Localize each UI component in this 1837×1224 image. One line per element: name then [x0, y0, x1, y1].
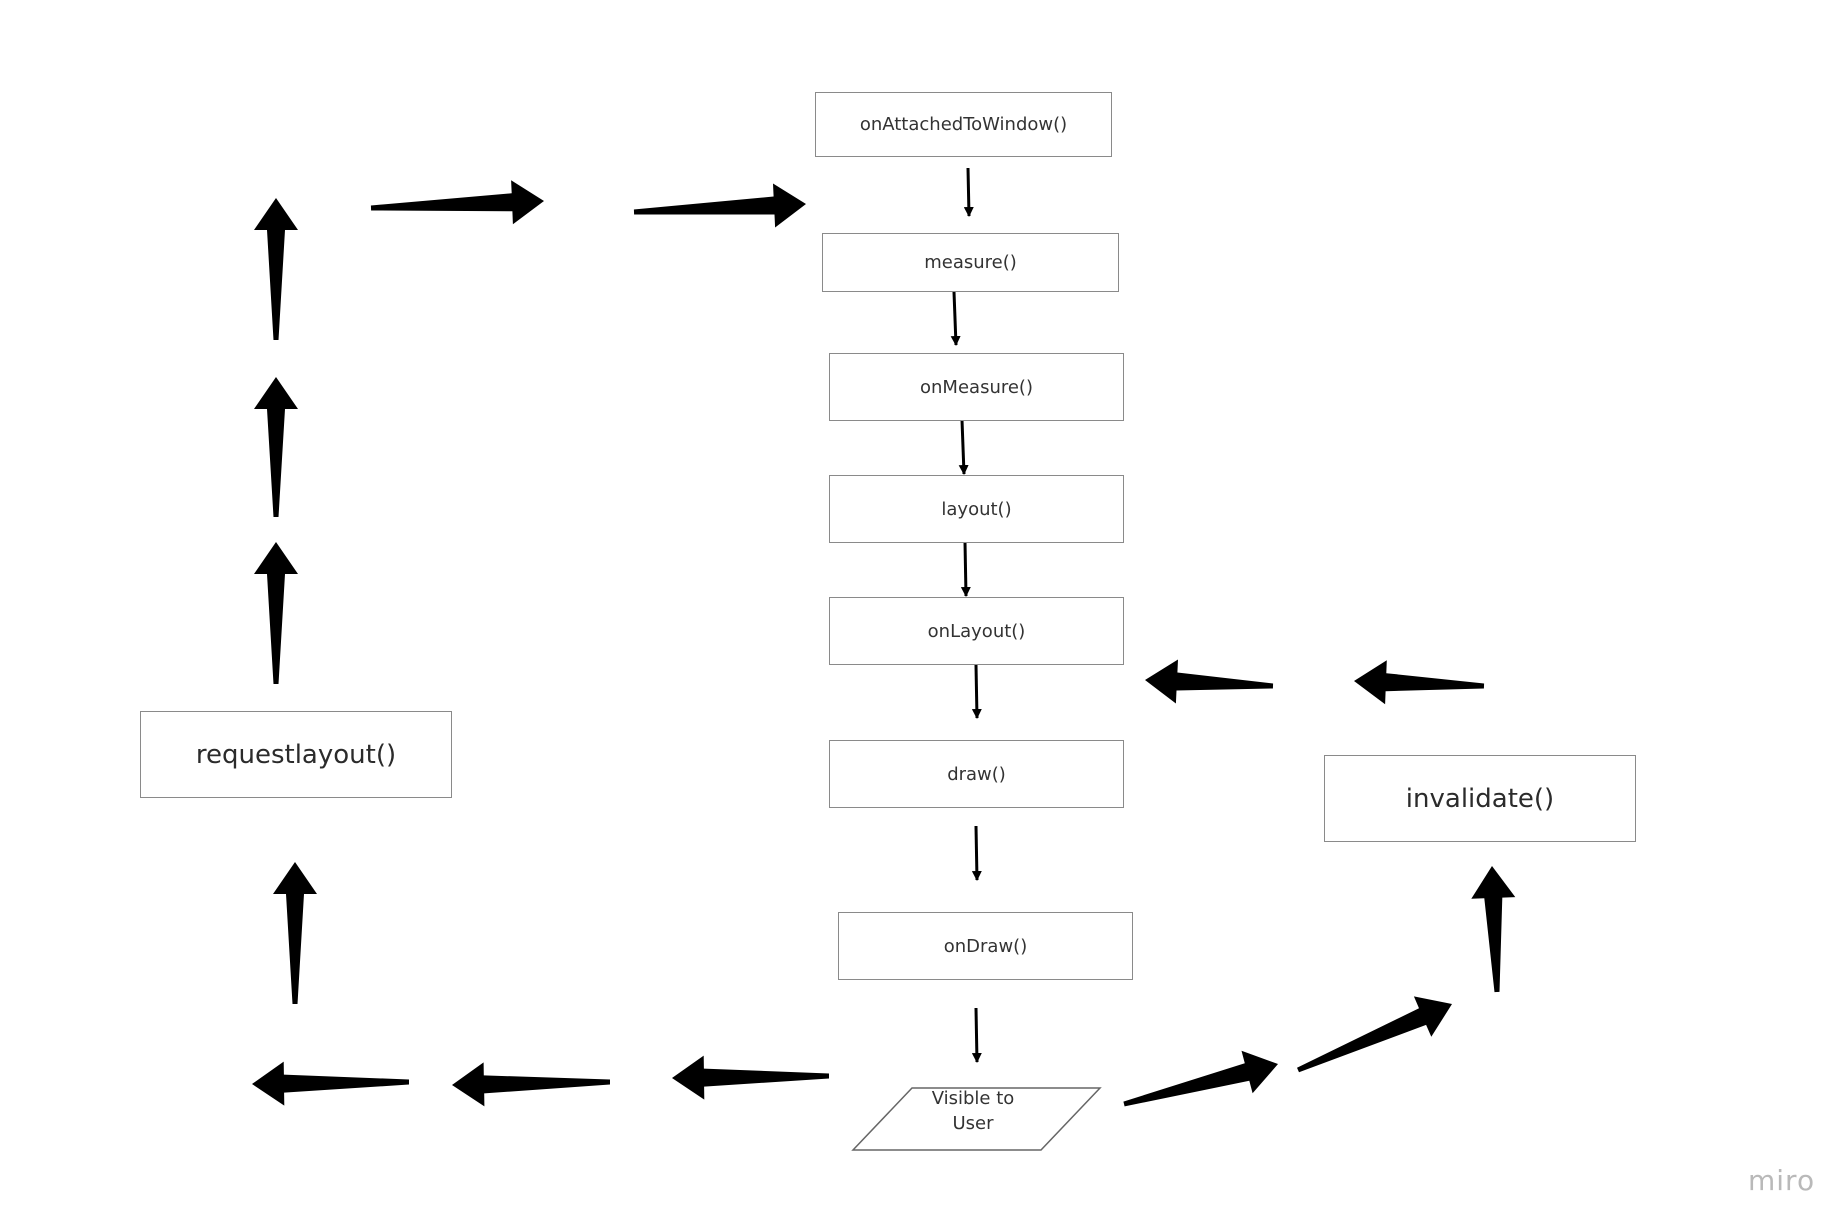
thick-arrow-top-right-2 [633, 183, 806, 228]
visible-label-line-1: Visible to [931, 1088, 1015, 1109]
thick-arrow-bottom-right-2 [1297, 996, 1452, 1073]
thick-arrow-onlayout-left-2 [1354, 660, 1485, 705]
node-measure: measure() [822, 233, 1119, 292]
thick-arrow-bottom-right-1 [1123, 1050, 1278, 1107]
thick-arrow-bottom-left-3 [252, 1061, 409, 1106]
node-layout: layout() [829, 475, 1124, 543]
node-on-measure: onMeasure() [829, 353, 1124, 421]
thick-arrow-group [252, 180, 1516, 1107]
arrow-onmeasure-to-layout [958, 419, 969, 475]
node-visible-to-user-shape [851, 1087, 1102, 1151]
node-request-layout: requestlayout() [140, 711, 452, 798]
node-on-attached-to-window: onAttachedToWindow() [815, 92, 1112, 157]
node-draw: draw() [829, 740, 1124, 808]
arrow-draw-to-ondraw [971, 825, 982, 881]
thick-arrow-bottom-left-1 [672, 1055, 829, 1100]
thick-arrow-invalidate-up [1471, 866, 1516, 993]
node-invalidate: invalidate() [1324, 755, 1636, 842]
arrow-measure-to-onmeasure [950, 291, 961, 346]
node-on-draw: onDraw() [838, 912, 1133, 980]
node-visible-to-user: Visible to User [888, 1086, 1058, 1136]
arrow-attached-to-measure [963, 167, 974, 217]
arrow-ondraw-to-visible [971, 1007, 982, 1063]
thick-arrow-left-up-1 [254, 198, 298, 340]
visible-label-line-2: User [952, 1113, 994, 1134]
thick-arrow-left-up-3 [254, 542, 298, 684]
arrow-onlayout-to-draw [971, 664, 982, 719]
node-on-layout: onLayout() [829, 597, 1124, 665]
thick-arrow-onlayout-left-1 [1145, 659, 1274, 704]
thick-arrow-left-up-2 [254, 377, 298, 517]
thick-arrow-left-up-4 [273, 862, 317, 1004]
miro-watermark: miro [1748, 1164, 1816, 1197]
thick-arrow-top-right-1 [370, 180, 544, 225]
arrow-layout-to-onlayout [960, 541, 971, 597]
thick-arrow-bottom-left-2 [452, 1062, 610, 1107]
